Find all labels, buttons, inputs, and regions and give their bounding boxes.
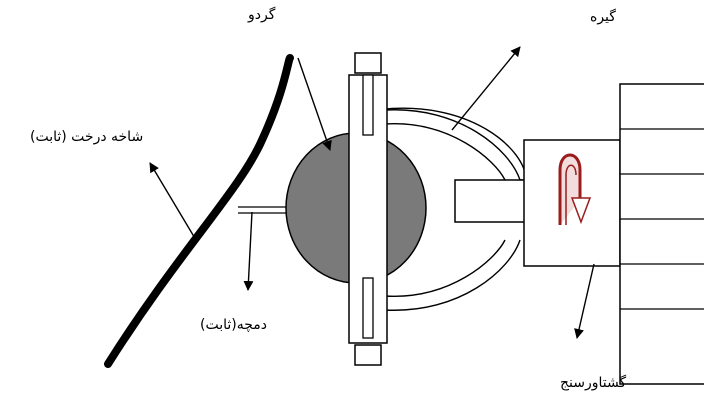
torque-meter xyxy=(523,83,704,385)
rotation-arrow-icon xyxy=(558,153,592,225)
branch-arrow xyxy=(149,162,197,241)
nut-stem xyxy=(238,206,288,214)
label-tree-branch: شاخه درخت (ثابت) xyxy=(30,129,144,145)
label-stem: دمچه(ثابت) xyxy=(200,317,268,333)
tab-arrow xyxy=(243,211,254,291)
label-torque-meter: گشتاورسنج xyxy=(560,375,627,391)
nut-arrow xyxy=(297,57,332,151)
label-clamp: گیره xyxy=(590,9,616,25)
torque-arrow xyxy=(574,263,595,339)
clamp-shaft xyxy=(454,179,526,223)
clamp-arrow xyxy=(451,46,521,131)
clamp-plate xyxy=(348,52,388,366)
label-walnut: گردو xyxy=(248,7,276,23)
tree-branch xyxy=(104,54,294,368)
